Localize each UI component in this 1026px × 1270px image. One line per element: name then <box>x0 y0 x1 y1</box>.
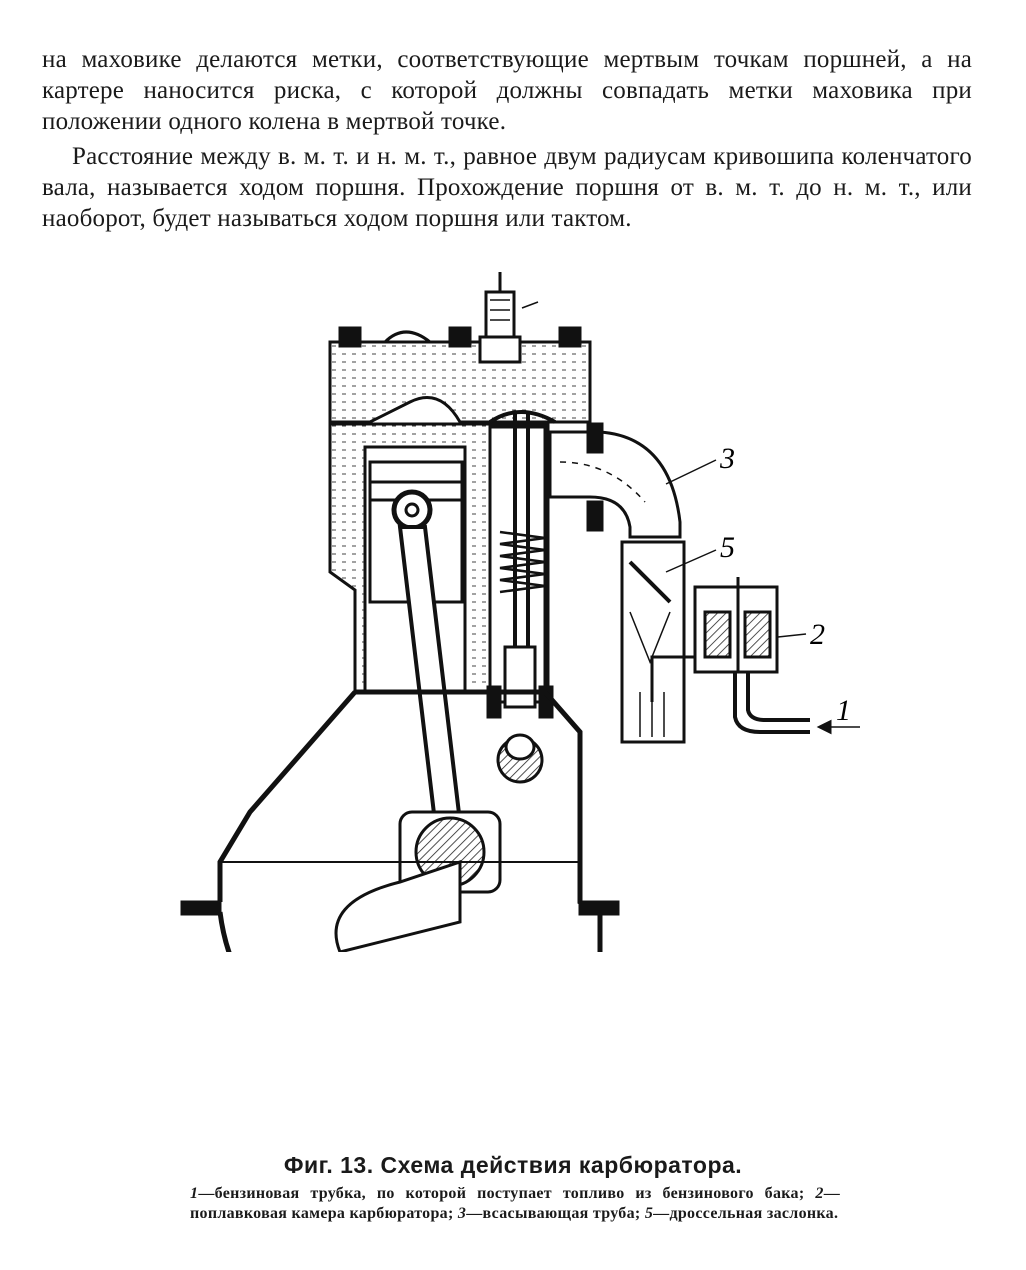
spark-plug <box>478 272 539 364</box>
carburetor-engine-figure: 3 5 2 1 <box>160 262 880 952</box>
intake-pipe <box>548 430 682 539</box>
crankshaft <box>334 810 502 952</box>
paragraph-2: Расстояние между в. м. т. и н. м. т., ра… <box>42 143 972 232</box>
cylinder-head <box>328 340 592 424</box>
paragraph-1: на маховике делаются метки, соответствую… <box>42 46 972 135</box>
label-3: 3 <box>719 442 735 475</box>
body-text: на маховике делаются метки, соответствую… <box>42 44 972 234</box>
connecting-rod <box>391 489 463 824</box>
label-1: 1 <box>836 694 851 727</box>
legend-num-1: 1 <box>190 1185 199 1202</box>
carburetor-tube <box>620 540 686 744</box>
legend-num-5: 5 <box>644 1205 654 1222</box>
label-2: 2 <box>810 618 825 651</box>
legend-num-3: 3 <box>457 1205 467 1222</box>
legend-text-5: —дроссельная заслонка. <box>653 1205 839 1222</box>
fuel-tube <box>733 672 810 734</box>
figure-caption-title: Фиг. 13. Схема действия карбюратора. <box>283 1152 743 1178</box>
crankcase <box>217 689 603 952</box>
engine-diagram: 3 5 2 1 <box>180 272 860 952</box>
label-5: 5 <box>720 531 735 564</box>
legend-text-1: —бензиновая трубка, по которой поступает… <box>198 1185 816 1202</box>
figure-caption-legend: 1—бензиновая трубка, по которой поступае… <box>190 1184 840 1224</box>
legend-text-3: —всасывающая труба; <box>466 1205 645 1222</box>
legend-text-2: —поплавковая камера карбюратора; <box>190 1185 840 1222</box>
legend-num-2: 2 <box>815 1185 824 1202</box>
